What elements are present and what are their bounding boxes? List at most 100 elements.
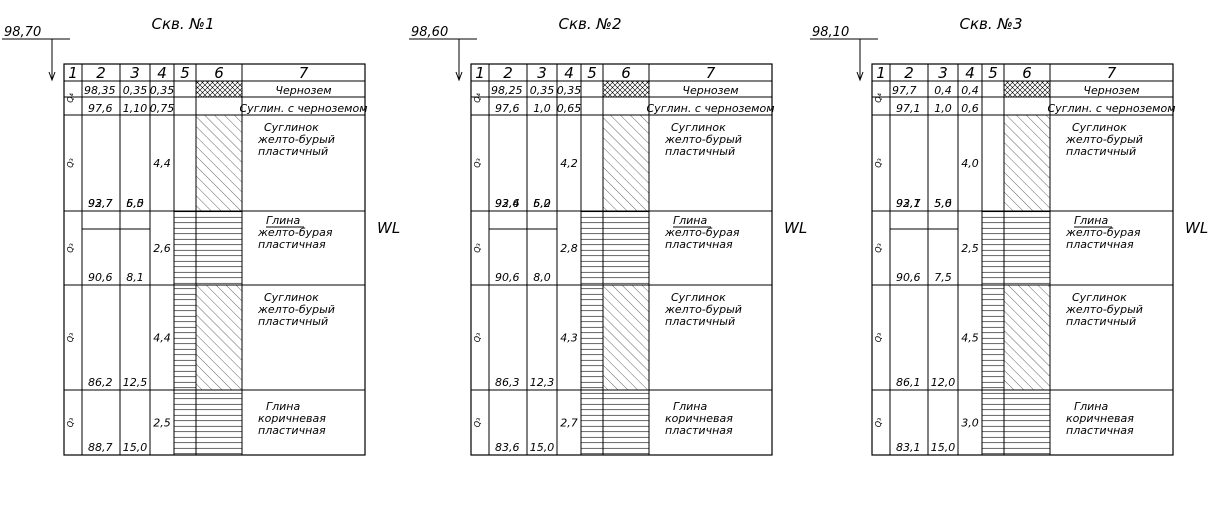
layer-description: Суглин. с черноземом: [1048, 102, 1176, 115]
stratigraphic-index: Q₃: [874, 333, 883, 343]
layer-description-line: желто-бурый: [664, 133, 742, 146]
clay-top-depth: 5,6: [934, 197, 952, 210]
layer-description-line: пластичная: [258, 238, 326, 251]
layer-thickness: 0,65: [557, 102, 582, 115]
layer-bottom-elevation: 90,6: [896, 271, 921, 284]
layer-bottom-depth: 15,0: [931, 441, 956, 454]
layer-thickness: 2,6: [153, 242, 171, 255]
layer-bottom-depth: 5,0: [934, 197, 952, 210]
water-saturation-hatch: [982, 285, 1004, 390]
stratigraphic-index: Q₃: [66, 333, 75, 343]
layer-thickness: 3,0: [961, 417, 979, 430]
stratigraphic-index: Q₄: [66, 92, 75, 102]
layer-description-line: пластичный: [665, 145, 735, 158]
water-saturation-hatch: [174, 211, 196, 285]
layer-bottom-depth: 12,0: [931, 376, 956, 389]
lithology-hatch-loam: [603, 115, 649, 211]
layer-bottom-depth: 5,5: [126, 197, 144, 210]
layer-bottom-elevation: 93,4: [495, 197, 520, 210]
layer-thickness: 0,75: [150, 102, 175, 115]
column-header-1: 1: [876, 64, 886, 82]
layer-description-line: пластичная: [665, 424, 733, 437]
layer-description-line: Суглинок: [1072, 291, 1127, 304]
layer-bottom-elevation: 90,6: [495, 271, 520, 284]
layer-description: Чернозем: [1083, 84, 1139, 97]
column-header-6: 6: [1022, 64, 1032, 82]
column-header-3: 3: [130, 64, 140, 82]
layer-description-line: Суглинок: [671, 291, 726, 304]
layer-description-line: Суглинок: [1072, 121, 1127, 134]
layer-description-line: коричневая: [258, 412, 326, 425]
layer-description-line: коричневая: [665, 412, 733, 425]
layer-bottom-depth: 0,35: [530, 84, 555, 97]
layer-description: Чернозем: [682, 84, 738, 97]
layer-bottom-elevation: 83,1: [896, 441, 921, 454]
stratigraphic-index: Q₄: [473, 92, 482, 102]
water-saturation-hatch: [581, 211, 603, 285]
column-header-5: 5: [988, 64, 998, 82]
column-header-2: 2: [503, 64, 513, 82]
layer-description-line: желто-бурый: [257, 303, 335, 316]
layer-description-line: пластичный: [258, 145, 328, 158]
layer-thickness: 2,5: [153, 417, 171, 430]
lithology-hatch-chernozem: [1004, 81, 1050, 97]
layer-thickness: 2,5: [961, 242, 979, 255]
column-header-4: 4: [965, 64, 975, 82]
layer-bottom-depth: 1,10: [123, 102, 148, 115]
column-header-6: 6: [214, 64, 224, 82]
stratigraphic-index: Q₃: [473, 333, 482, 343]
layer-thickness: 4,2: [560, 157, 578, 170]
layer-description-line: желто-бурый: [1065, 133, 1143, 146]
lithology-hatch-clay: [1004, 390, 1050, 455]
layer-bottom-elevation: 97,7: [892, 84, 917, 97]
stratigraphic-index: Q₃: [66, 158, 75, 168]
collar-elevation: 98,70: [4, 25, 41, 40]
layer-description-line: желто-бурая: [664, 226, 740, 239]
elevation-arrowhead: [455, 71, 463, 82]
borehole-title: Скв. №1: [151, 15, 214, 33]
column-header-5: 5: [587, 64, 597, 82]
layer-bottom-elevation: 86,1: [896, 376, 921, 389]
elevation-arrowhead: [856, 71, 864, 82]
water-level-label: WL: [377, 219, 400, 237]
stratigraphic-index: Q₄: [874, 92, 883, 102]
column-header-2: 2: [96, 64, 106, 82]
layer-bottom-elevation: 90,6: [88, 271, 113, 284]
lithology-hatch-clay: [196, 390, 242, 455]
layer-thickness: 2,8: [560, 242, 578, 255]
lithology-hatch-loam: [603, 285, 649, 390]
lithology-hatch-clay: [196, 211, 242, 285]
lithology-hatch-loam: [1004, 115, 1050, 211]
column-header-7: 7: [299, 64, 309, 82]
stratigraphic-index: Q₃: [874, 418, 883, 428]
layer-description-line: пластичный: [1066, 145, 1136, 158]
layer-description-line: Суглинок: [671, 121, 726, 134]
water-saturation-hatch: [982, 390, 1004, 455]
layer-bottom-elevation: 93,1: [896, 197, 921, 210]
column-header-4: 4: [564, 64, 574, 82]
layer-thickness: 4,3: [560, 332, 578, 345]
layer-bottom-depth: 1,0: [934, 102, 952, 115]
layer-bottom-depth: 15,0: [123, 441, 148, 454]
layer-description-line: желто-бурая: [257, 226, 333, 239]
column-header-3: 3: [537, 64, 547, 82]
layer-thickness: 0,35: [150, 84, 175, 97]
layer-bottom-depth: 0,4: [934, 84, 952, 97]
layer-bottom-depth: 7,5: [934, 271, 952, 284]
water-saturation-hatch: [174, 285, 196, 390]
layer-description-line: пластичная: [1066, 424, 1134, 437]
column-header-7: 7: [706, 64, 716, 82]
layer-description: Чернозем: [275, 84, 331, 97]
layer-bottom-elevation: 97,1: [896, 102, 921, 115]
clay-top-elevation: 92,7: [896, 197, 921, 210]
water-level-label: WL: [784, 219, 807, 237]
lithology-hatch-clay: [603, 390, 649, 455]
log-frame: [63, 63, 366, 456]
layer-bottom-depth: 8,1: [126, 271, 144, 284]
layer-description-line: Глина: [266, 214, 301, 227]
elevation-arrowhead: [48, 71, 56, 82]
layer-bottom-elevation: 98,35: [84, 84, 116, 97]
